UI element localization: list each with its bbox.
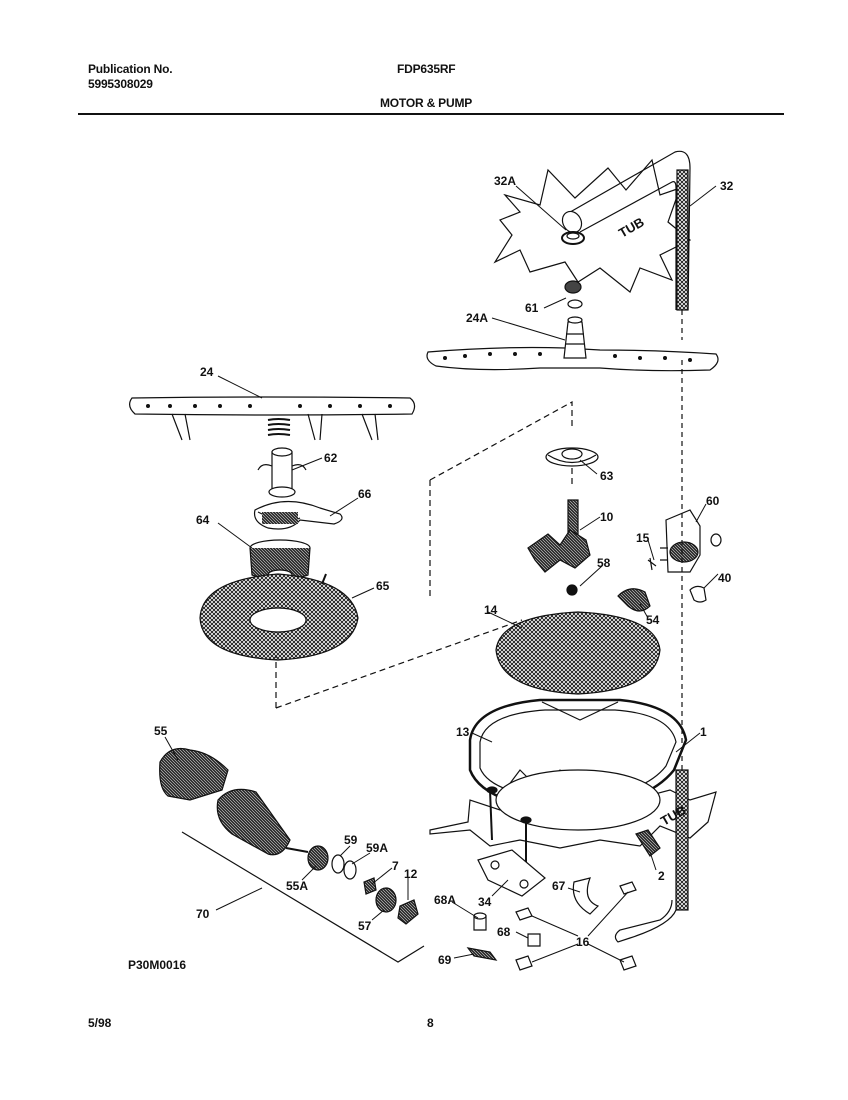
callout-69: 69 [438, 953, 452, 967]
washer-61 [567, 299, 583, 309]
callout-62: 62 [324, 451, 338, 465]
callout-60: 60 [706, 494, 720, 508]
drain-hose-end [614, 899, 677, 943]
spray-arm-legs [171, 413, 379, 441]
callout-59: 59 [344, 833, 358, 847]
callout-34: 34 [478, 895, 492, 909]
tube-32-weave [676, 169, 689, 311]
callout-1: 1 [700, 725, 707, 739]
callout-2: 2 [658, 869, 665, 883]
nut-16-d [619, 955, 637, 971]
impeller-57 [375, 887, 397, 913]
grommet-32a [561, 231, 585, 245]
spray-arm-spring [267, 418, 291, 436]
callout-10: 10 [600, 510, 614, 524]
callout-54: 54 [646, 613, 660, 627]
ring-59a [343, 860, 357, 880]
ring-59 [331, 854, 345, 874]
revision-date: 5/98 [88, 1016, 112, 1030]
callout-63: 63 [600, 469, 614, 483]
clamp-67 [572, 877, 600, 915]
callout-55a: 55A [286, 879, 308, 893]
callout-24a: 24A [466, 311, 488, 325]
callout-40: 40 [718, 571, 732, 585]
washer-40-a [710, 533, 722, 547]
callout-13: 13 [456, 725, 470, 739]
callout-14: 14 [484, 603, 498, 617]
publication-label: Publication No. [88, 62, 173, 76]
sleeve-68 [527, 933, 541, 947]
publication-number: 5995308029 [88, 77, 153, 91]
callout-58: 58 [597, 556, 611, 570]
model-number: FDP635RF [397, 62, 456, 76]
spray-arm-hub [563, 321, 587, 359]
callout-32: 32 [720, 179, 734, 193]
fine-filter-14 [495, 611, 661, 695]
drain-hose-1 [675, 769, 689, 911]
hose-54 [617, 588, 651, 612]
bracket-69 [466, 947, 498, 961]
supply-tube-32 [564, 150, 691, 311]
callout-61: 61 [525, 301, 539, 315]
callout-32a: 32A [494, 174, 516, 188]
spring-7 [363, 877, 377, 895]
drawing-code: P30M0016 [128, 958, 187, 972]
lower-spray-arm-24 [129, 396, 416, 416]
seal-55a [307, 845, 329, 871]
callout-66: 66 [358, 487, 372, 501]
tub-wall-upper [493, 158, 692, 293]
callout-65: 65 [376, 579, 390, 593]
callout-55: 55 [154, 724, 168, 738]
nut-16-a [515, 907, 533, 921]
callout-7: 7 [392, 859, 399, 873]
callout-67: 67 [552, 879, 566, 893]
callout-64: 64 [196, 513, 210, 527]
washer-40-b [689, 585, 707, 603]
filter-screen-hole [249, 607, 307, 633]
callout-57: 57 [358, 919, 372, 933]
nut-16-b [619, 881, 637, 895]
bolt-left [489, 789, 493, 841]
support-62 [271, 451, 293, 491]
alignment-dashes [275, 400, 573, 709]
callout-70: 70 [196, 907, 210, 921]
upper-spray-arm-24a [426, 346, 719, 372]
callout-16: 16 [576, 935, 590, 949]
section-title: MOTOR & PUMP [380, 96, 473, 110]
fan-12 [397, 899, 419, 925]
nut-61 [564, 280, 582, 294]
header-rule [78, 113, 784, 115]
motor-70 [216, 788, 291, 856]
motor-cover-55 [159, 747, 229, 801]
callout-68: 68 [497, 925, 511, 939]
sump-bowl [495, 769, 661, 831]
callout-15: 15 [636, 531, 650, 545]
callout-59a: 59A [366, 841, 388, 855]
clip-2 [635, 829, 661, 857]
clip-15 [647, 557, 657, 571]
callout-24: 24 [200, 365, 214, 379]
page-number: 8 [427, 1016, 434, 1030]
inlet-valve-60 [665, 509, 701, 573]
check-ball-58 [566, 584, 578, 596]
nut-16-c [515, 955, 533, 971]
gasket-34 [477, 849, 546, 897]
callout-68a: 68A [434, 893, 456, 907]
callout-12: 12 [404, 867, 418, 881]
motor-base-line [181, 831, 425, 963]
